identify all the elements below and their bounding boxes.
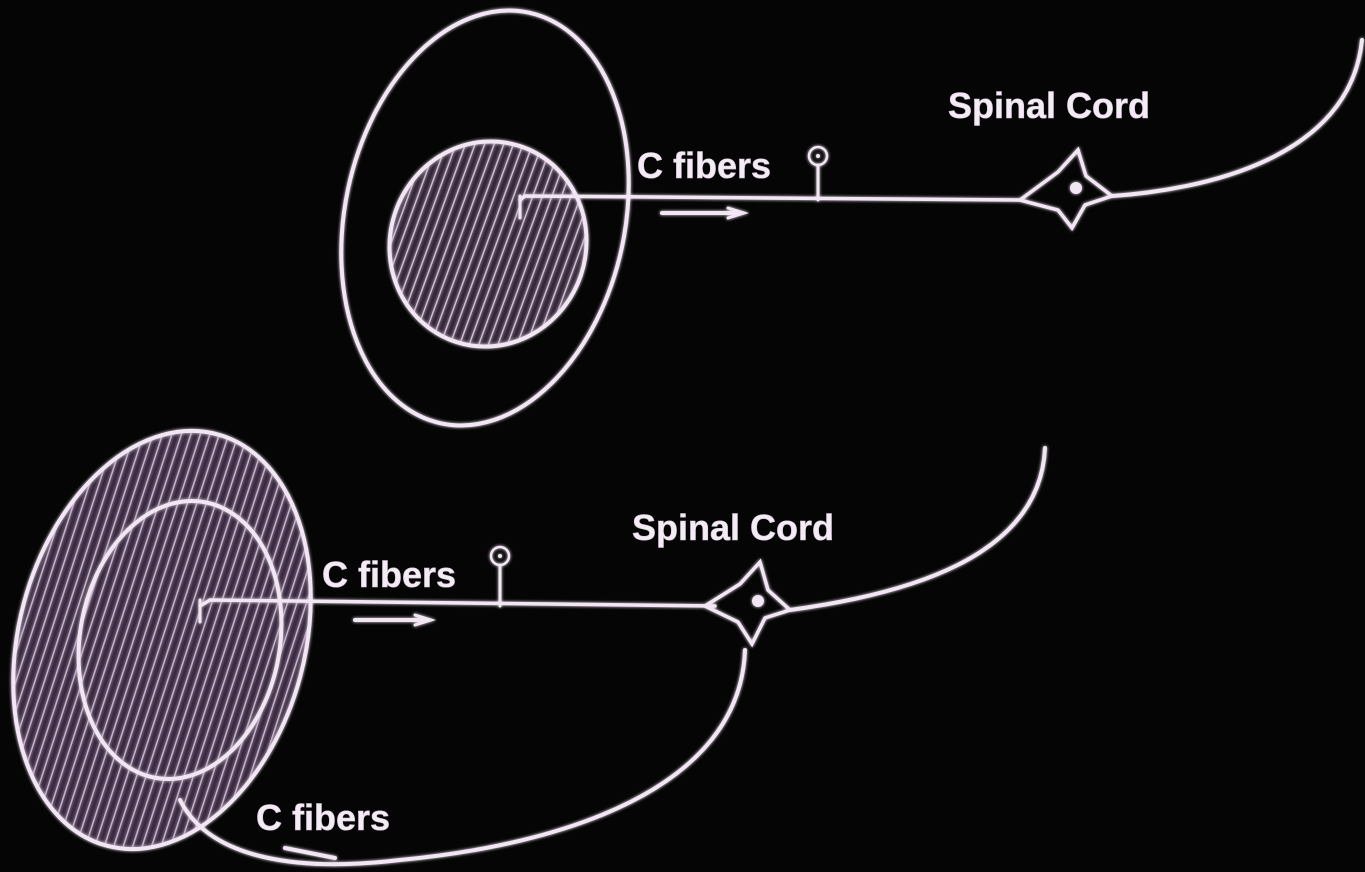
top-c-fibers-label: C fibers <box>637 145 771 186</box>
electrode-icon <box>491 547 509 606</box>
top-c-fiber <box>520 196 1020 200</box>
neuron-icon <box>705 562 790 644</box>
top-receptive-field <box>304 0 665 453</box>
bottom-lower-c-fibers-label: C fibers <box>256 797 390 838</box>
direction-arrow-icon <box>285 848 335 858</box>
direction-arrow-icon <box>662 208 744 218</box>
top-spinal-cord-label: Spinal Cord <box>948 85 1150 126</box>
bottom-spinal-cord-label: Spinal Cord <box>632 507 834 548</box>
neuron-icon <box>1020 150 1112 228</box>
direction-arrow-icon <box>355 615 431 625</box>
bottom-c-fibers-label: C fibers <box>322 554 456 595</box>
top-hatched-center <box>370 130 610 360</box>
electrode-icon <box>809 147 827 200</box>
